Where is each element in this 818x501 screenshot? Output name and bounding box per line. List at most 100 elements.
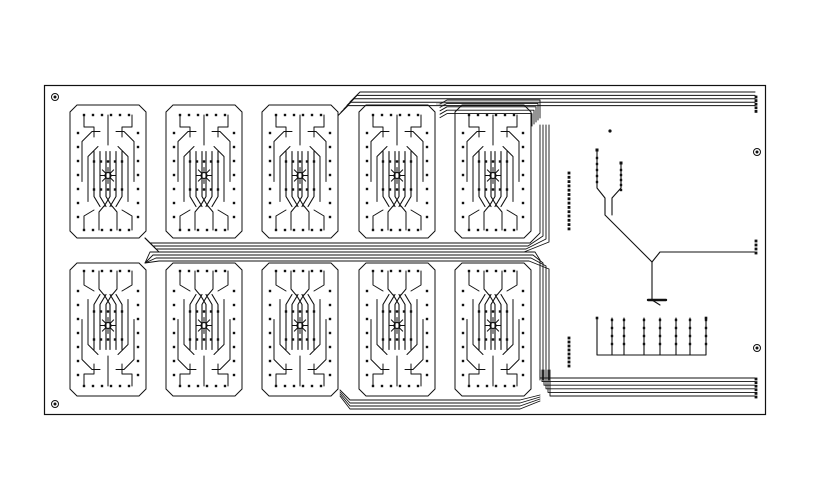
pad-icon bbox=[136, 187, 140, 191]
pad-icon bbox=[754, 102, 758, 106]
pad-icon bbox=[521, 173, 525, 177]
board-outline bbox=[43, 84, 767, 416]
pad-icon bbox=[118, 384, 122, 388]
pad-icon bbox=[209, 160, 213, 163]
pad-icon bbox=[232, 215, 236, 219]
pad-icon bbox=[76, 317, 80, 321]
pad-icon bbox=[521, 187, 525, 191]
pad-icon bbox=[223, 228, 227, 232]
pad-icon bbox=[416, 228, 420, 232]
pad-icon bbox=[688, 334, 692, 338]
pad-icon bbox=[461, 373, 465, 377]
pad-icon bbox=[484, 338, 488, 341]
pad-icon bbox=[398, 228, 402, 232]
pad-icon bbox=[567, 344, 571, 348]
pad-icon bbox=[595, 316, 599, 320]
pad-icon bbox=[688, 326, 692, 330]
pad-icon bbox=[521, 201, 525, 205]
pad-icon bbox=[425, 317, 429, 321]
pad-icon bbox=[91, 228, 95, 232]
pad-icon bbox=[283, 269, 287, 273]
pad-icon bbox=[595, 156, 599, 160]
pad-icon bbox=[494, 384, 498, 388]
pad-icon bbox=[610, 326, 614, 330]
pad-icon bbox=[407, 228, 411, 232]
pad-icon bbox=[425, 215, 429, 219]
pad-icon bbox=[205, 228, 209, 232]
pad-icon bbox=[567, 188, 571, 192]
pad-icon bbox=[188, 188, 192, 191]
display-modules bbox=[69, 104, 532, 397]
pad-icon bbox=[461, 359, 465, 363]
pad-icon bbox=[567, 356, 571, 360]
pad-icon bbox=[328, 359, 332, 363]
pad-icon bbox=[268, 201, 272, 205]
pad-icon bbox=[232, 145, 236, 149]
pad-icon bbox=[595, 180, 599, 184]
pad-icon bbox=[172, 173, 176, 177]
pad-icon bbox=[380, 113, 384, 117]
pad-icon bbox=[402, 310, 406, 313]
pad-icon bbox=[187, 269, 191, 273]
pad-icon bbox=[398, 113, 402, 117]
pad-icon bbox=[292, 269, 296, 273]
pad-icon bbox=[365, 201, 369, 205]
pad-icon bbox=[595, 148, 599, 152]
pad-icon bbox=[754, 392, 758, 395]
pad-icon bbox=[232, 187, 236, 191]
pad-icon bbox=[209, 188, 213, 191]
pad-icon bbox=[99, 338, 103, 341]
pad-icon bbox=[642, 318, 646, 322]
pad-icon bbox=[498, 310, 502, 313]
pad-icon bbox=[485, 113, 489, 117]
pad-icon bbox=[328, 289, 332, 293]
pad-icon bbox=[232, 317, 236, 321]
pad-icon bbox=[172, 345, 176, 349]
pad-icon bbox=[595, 174, 599, 178]
pad-icon bbox=[76, 303, 80, 307]
display-module bbox=[261, 262, 339, 397]
pad-icon bbox=[232, 303, 236, 307]
pad-icon bbox=[365, 359, 369, 363]
pad-icon bbox=[205, 384, 209, 388]
pad-icon bbox=[521, 359, 525, 363]
pad-icon bbox=[494, 113, 498, 117]
pad-icon bbox=[389, 269, 393, 273]
pad-icon bbox=[268, 317, 272, 321]
pad-icon bbox=[136, 289, 140, 293]
display-module bbox=[69, 262, 147, 397]
pad-icon bbox=[76, 215, 80, 219]
pad-icon bbox=[100, 228, 104, 232]
module-outline bbox=[358, 104, 436, 239]
pad-icon bbox=[416, 384, 420, 388]
pad-icon bbox=[268, 289, 272, 293]
pad-icon bbox=[136, 131, 140, 135]
pad-icon bbox=[310, 113, 314, 117]
pad-icon bbox=[172, 289, 176, 293]
pad-icon bbox=[196, 113, 200, 117]
pad-icon bbox=[291, 160, 295, 163]
pad-icon bbox=[389, 113, 393, 117]
pad-icon bbox=[188, 160, 192, 163]
pad-icon bbox=[202, 160, 206, 163]
pad-icon bbox=[503, 228, 507, 232]
pad-icon bbox=[567, 348, 571, 352]
display-module bbox=[454, 262, 532, 397]
pad-icon bbox=[120, 310, 124, 313]
pad-icon bbox=[127, 228, 131, 232]
pad-icon bbox=[268, 215, 272, 219]
module-outline bbox=[165, 262, 243, 397]
pad-icon bbox=[284, 160, 288, 163]
pad-icon bbox=[461, 215, 465, 219]
pad-icon bbox=[91, 384, 95, 388]
pad-icon bbox=[76, 345, 80, 349]
pad-icon bbox=[567, 193, 571, 196]
pad-icon bbox=[619, 178, 623, 182]
pad-icon bbox=[476, 269, 480, 273]
pad-icon bbox=[106, 188, 110, 191]
pad-icon bbox=[754, 377, 758, 381]
pad-icon bbox=[319, 384, 323, 388]
pad-icon bbox=[120, 160, 124, 163]
pad-icon bbox=[283, 228, 287, 232]
